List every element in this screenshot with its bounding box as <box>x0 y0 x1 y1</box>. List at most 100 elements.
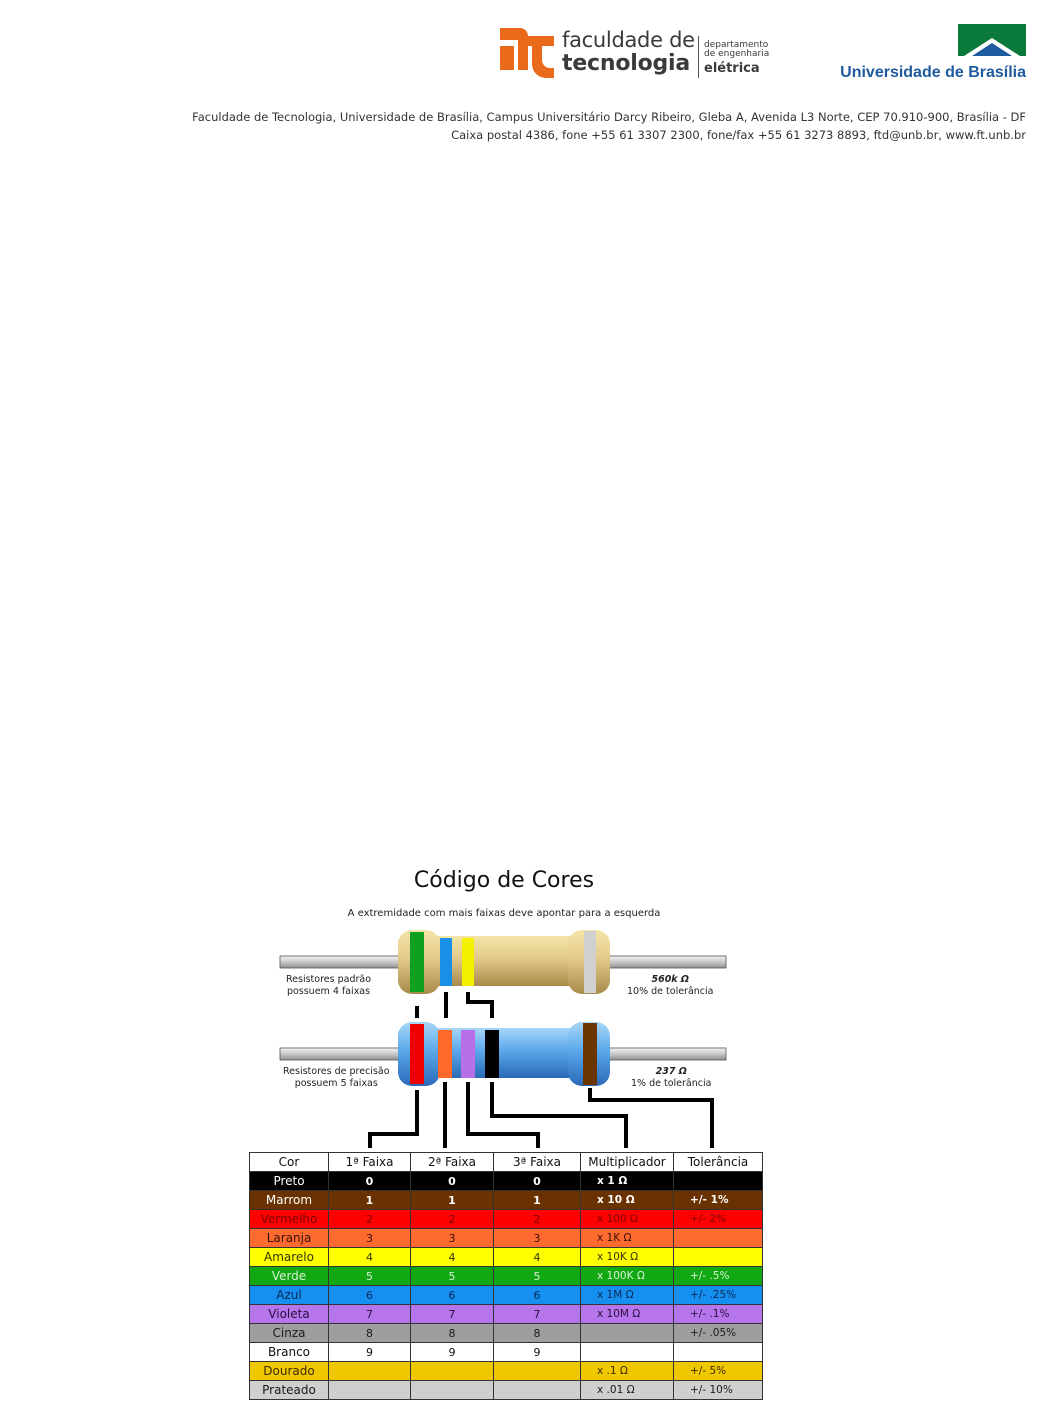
cell-d3: 7 <box>493 1304 581 1324</box>
r5-tolerance: 1% de tolerância <box>631 1078 712 1089</box>
dept-line3: elétrica <box>704 60 760 76</box>
cell-d1: 3 <box>328 1228 411 1248</box>
cell-tol: +/- 10% <box>673 1380 763 1400</box>
cell-mult: x .1 Ω <box>580 1361 674 1381</box>
cell-tol: +/- 2% <box>673 1209 763 1229</box>
cell-name: Branco <box>249 1342 329 1362</box>
cell-d1: 7 <box>328 1304 411 1324</box>
cell-mult: x 1K Ω <box>580 1228 674 1248</box>
header-tolerance: Tolerância <box>673 1152 763 1172</box>
cell-d3 <box>493 1380 581 1400</box>
color-code-table: Cor 1ª Faixa 2ª Faixa 3ª Faixa Multiplic… <box>249 1152 763 1400</box>
r4-value-block: 560k Ω 10% de tolerância <box>627 974 713 998</box>
r4-value: 560k Ω <box>651 974 690 985</box>
cell-tol <box>673 1228 763 1248</box>
ft-line2: tecnologia <box>562 51 691 76</box>
cell-d2: 0 <box>410 1171 494 1191</box>
cell-name: Marrom <box>249 1190 329 1210</box>
cell-name: Preto <box>249 1171 329 1191</box>
cell-d2: 2 <box>410 1209 494 1229</box>
cell-d1 <box>328 1361 411 1381</box>
cell-d2 <box>410 1380 494 1400</box>
logo-divider <box>698 36 699 78</box>
cell-tol: +/- 5% <box>673 1361 763 1381</box>
header-band1: 1ª Faixa <box>328 1152 411 1172</box>
cell-d3: 1 <box>493 1190 581 1210</box>
figure-title: Código de Cores <box>413 868 595 893</box>
ft-wordmark: faculdade de tecnologia <box>562 30 695 75</box>
cell-d1: 6 <box>328 1285 411 1305</box>
r4-band-4 <box>584 931 596 993</box>
r4-label-line2: possuem 4 faixas <box>286 986 371 997</box>
r4-label-line1: Resistores padrão <box>286 974 372 985</box>
cell-d2: 9 <box>410 1342 494 1362</box>
r4-band-2 <box>440 938 452 986</box>
cell-d3: 6 <box>493 1285 581 1305</box>
cell-tol: +/- 1% <box>673 1190 763 1210</box>
cell-name: Violeta <box>249 1304 329 1324</box>
cell-mult <box>580 1342 674 1362</box>
address-line2: Caixa postal 4386, fone +55 61 3307 2300… <box>451 128 1026 142</box>
ft-logo-mark-icon <box>500 28 554 78</box>
cell-mult <box>580 1323 674 1343</box>
cell-tol: +/- .25% <box>673 1285 763 1305</box>
cell-name: Cinza <box>249 1323 329 1343</box>
cell-mult: x 100K Ω <box>580 1266 674 1286</box>
r5-band-4 <box>485 1030 499 1078</box>
cell-d3: 5 <box>493 1266 581 1286</box>
cell-mult: x 10 Ω <box>580 1190 674 1210</box>
cell-mult: x 10K Ω <box>580 1247 674 1267</box>
cell-d2: 1 <box>410 1190 494 1210</box>
cell-tol: +/- .1% <box>673 1304 763 1324</box>
unb-name: Universidade de Brasília <box>840 64 1026 81</box>
cell-name: Dourado <box>249 1361 329 1381</box>
resistor-5-band <box>279 1022 727 1086</box>
resistor-diagram <box>279 930 727 1148</box>
cell-d3: 9 <box>493 1342 581 1362</box>
r5-band-3 <box>461 1030 475 1078</box>
cell-d2: 3 <box>410 1228 494 1248</box>
cell-d3: 4 <box>493 1247 581 1267</box>
cell-d1: 5 <box>328 1266 411 1286</box>
address-block: Faculdade de Tecnologia, Universidade de… <box>192 108 1026 144</box>
cell-d1: 0 <box>328 1171 411 1191</box>
address-line1: Faculdade de Tecnologia, Universidade de… <box>192 110 1026 124</box>
department-name: departamento de engenharia elétrica <box>704 40 770 76</box>
r5-band-1 <box>410 1024 424 1084</box>
cell-d3: 8 <box>493 1323 581 1343</box>
r4-tolerance: 10% de tolerância <box>627 986 714 997</box>
r4-band-1 <box>410 932 424 992</box>
resistor-4-band <box>279 930 727 994</box>
header-band3: 3ª Faixa <box>493 1152 581 1172</box>
cell-d1 <box>328 1380 411 1400</box>
r5-label-line1: Resistores de precisão <box>283 1066 390 1077</box>
cell-tol <box>673 1171 763 1191</box>
cell-name: Vermelho <box>249 1209 329 1229</box>
cell-d1: 1 <box>328 1190 411 1210</box>
ft-logo: faculdade de tecnologia departamento de … <box>498 22 788 82</box>
header-multiplier: Multiplicador <box>580 1152 674 1172</box>
r5-value: 237 Ω <box>655 1066 687 1077</box>
header-band2: 2ª Faixa <box>410 1152 494 1172</box>
unb-flag-icon <box>958 24 1026 56</box>
header-color: Cor <box>249 1152 329 1172</box>
cell-d2: 4 <box>410 1247 494 1267</box>
cell-d3: 0 <box>493 1171 581 1191</box>
cell-name: Prateado <box>249 1380 329 1400</box>
cell-name: Amarelo <box>249 1247 329 1267</box>
ft-line1: faculdade de <box>562 28 695 52</box>
cell-mult: x .01 Ω <box>580 1380 674 1400</box>
cell-name: Verde <box>249 1266 329 1286</box>
cell-d1: 8 <box>328 1323 411 1343</box>
dept-line1: departamento <box>704 40 769 50</box>
table-row: Dourado x .1 Ω+/- 5% <box>249 1361 763 1381</box>
cell-d2: 7 <box>410 1304 494 1324</box>
dept-line2: de engenharia <box>704 49 770 60</box>
cell-name: Azul <box>249 1285 329 1305</box>
